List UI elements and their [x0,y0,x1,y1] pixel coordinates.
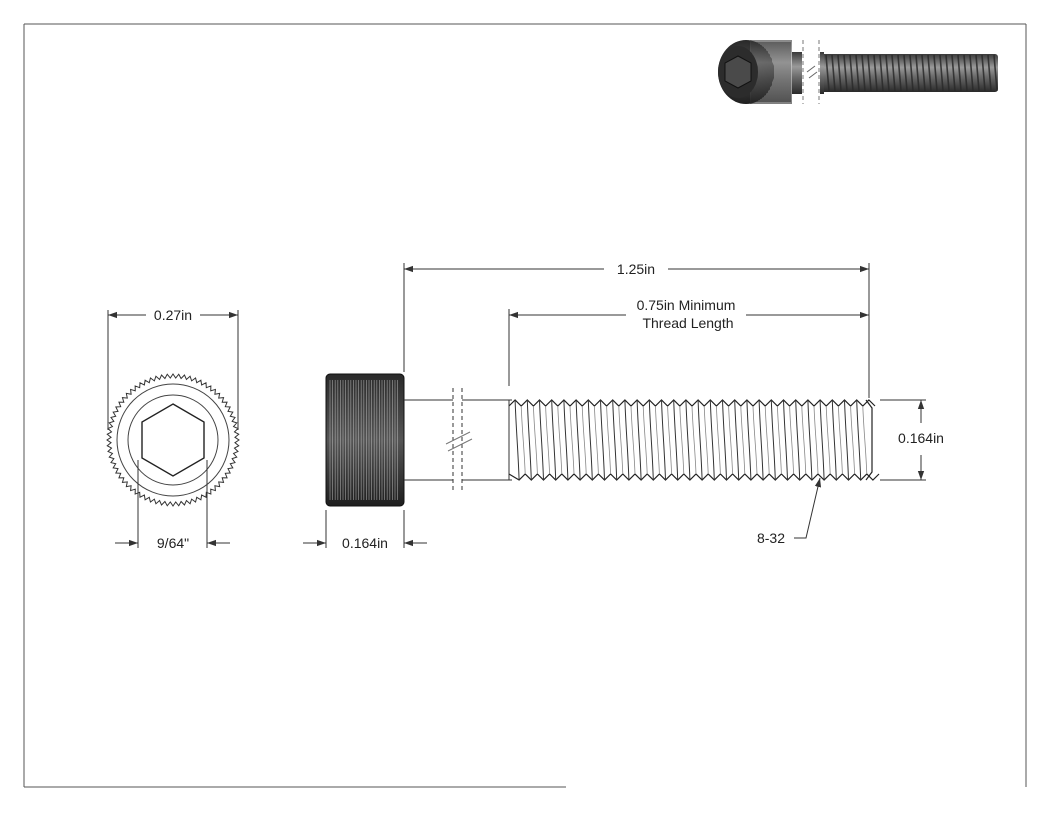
hex-socket-outline [141,403,205,477]
head-height-label: 0.164in [342,535,388,551]
drawing-frame [23,23,1027,788]
shank-diameter-dimension: 0.164in [880,399,944,481]
head-height-dimension: 0.164in [303,510,427,551]
head-diameter-dimension: 0.27in [107,307,239,430]
thread-callout: 8-32 [757,477,822,546]
thread-callout-label: 8-32 [757,530,785,546]
hex-key-size-label: 9/64" [157,535,189,551]
threaded-section [508,399,880,481]
end-view [106,373,240,507]
knurled-head-outline [106,373,240,507]
screw-shank [404,388,512,492]
hex-key-dimension: 9/64" [115,460,230,551]
shank-diameter-label: 0.164in [898,430,944,446]
head-diameter-label: 0.27in [154,307,192,323]
overall-length-dimension: 1.25in [403,261,870,398]
thread-length-dimension: 0.75in Minimum Thread Length [508,297,869,386]
thread-length-label-line2: Thread Length [642,315,733,331]
screw-thumbnail-image [718,40,998,104]
overall-length-label: 1.25in [617,261,655,277]
thread-length-label-line1: 0.75in Minimum [637,297,736,313]
side-view [325,373,880,507]
